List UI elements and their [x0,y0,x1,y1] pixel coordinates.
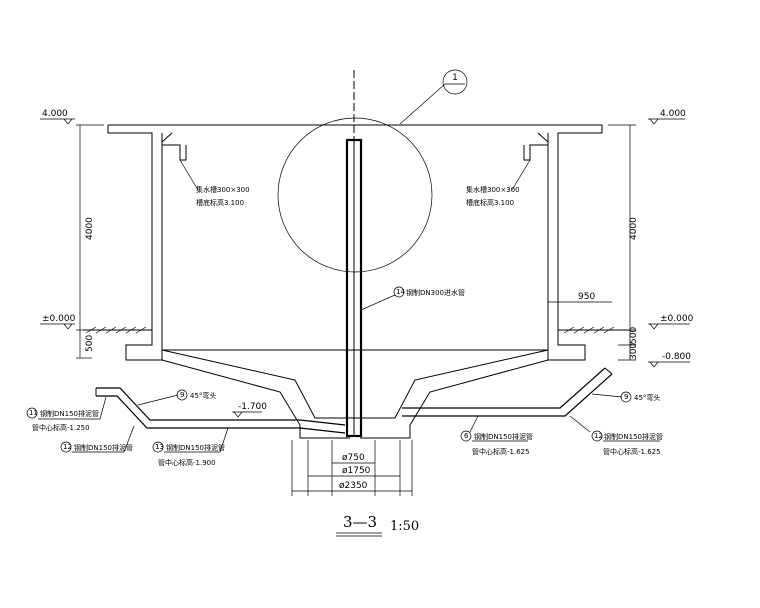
svg-text:9: 9 [624,393,628,401]
svg-text:槽底标高3.100: 槽底标高3.100 [196,198,244,207]
svg-text:钢制DN150排泥管: 钢制DN150排泥管 [474,432,533,441]
svg-text:集水槽300×300: 集水槽300×300 [196,185,250,194]
dim-left: 4000 500 [76,124,104,359]
svg-text:4000: 4000 [85,217,95,240]
svg-text:11: 11 [29,409,38,417]
callout-pipe-13: 13 钢制DN150排泥管 管中心标高-1.900 [152,427,229,467]
svg-text:13: 13 [155,443,164,451]
center-inlet-pipe [345,70,363,438]
svg-text:-0.800: -0.800 [662,352,691,362]
detail-circle [277,117,433,273]
callout-pipe-12-left: 12 钢制DN150排泥管 [60,425,135,453]
svg-text:14: 14 [396,288,405,296]
svg-text:钢制DN300进水管: 钢制DN300进水管 [406,288,465,297]
level-mark-inner: -1.700 [232,402,267,418]
svg-text:4000: 4000 [629,217,639,240]
svg-text:4.000: 4.000 [660,109,686,119]
level-mark-right-top: 4.000 [648,109,686,125]
center-pipe-label: 14 钢制DN300进水管 [360,286,465,311]
detail-marker [442,69,468,95]
level-mark-right-zero: ±0.000 [648,314,694,330]
svg-text:管中心标高-1.900: 管中心标高-1.900 [158,458,216,467]
svg-text:槽底标高3.100: 槽底标高3.100 [466,198,514,207]
svg-text:500: 500 [629,327,639,344]
sludge-pipe-right [402,367,613,417]
svg-text:管中心标高-1.625: 管中心标高-1.625 [472,447,530,456]
svg-text:钢制DN150排泥管: 钢制DN150排泥管 [604,432,663,441]
svg-text:ø2350: ø2350 [339,481,368,491]
svg-text:500: 500 [85,335,95,352]
trough-label-right: 集水槽300×300 槽底标高3.100 [466,159,531,207]
svg-text:钢制DN150排泥管: 钢制DN150排泥管 [74,443,133,452]
section-title-text: 3—3 [343,513,377,531]
callout-pipe-6: 6 钢制DN150排泥管 管中心标高-1.625 [460,415,533,456]
svg-text:45°弯头: 45°弯头 [190,391,216,400]
dim-right: 4000 500 300 [608,124,639,361]
svg-text:-1.700: -1.700 [238,402,267,412]
svg-text:钢制DN150排泥管: 钢制DN150排泥管 [40,409,99,418]
section-title: 3—3 1:50 [336,513,419,537]
section-scale: 1:50 [390,519,419,534]
svg-text:4.000: 4.000 [42,109,68,119]
callout-pipe-12-right: 12 钢制DN150排泥管 管中心标高-1.625 [569,415,663,456]
sludge-pipe-left [95,387,346,434]
diameter-dims: ø750 ø1750 ø2350 [291,440,413,496]
svg-text:管中心标高-1.625: 管中心标高-1.625 [603,447,661,456]
callout-pipe-11: 11 钢制DN150排泥管 管中心标高-1.250 [26,396,107,432]
level-mark-right-minus: -0.800 [648,352,691,368]
callout-elbow-right: 9 45°弯头 [591,391,660,403]
svg-text:300: 300 [629,343,639,360]
detail-marker-number: 1 [452,73,458,83]
svg-text:管中心标高-1.250: 管中心标高-1.250 [32,423,90,432]
trough-label-left: 集水槽300×300 槽底标高3.100 [179,159,250,207]
level-mark-left-zero: ±0.000 [40,314,76,330]
callout-elbow-left: 9 45°弯头 [137,389,216,406]
svg-text:±0.000: ±0.000 [42,314,76,324]
svg-text:ø1750: ø1750 [342,466,371,476]
dim-950: 950 [548,292,612,306]
svg-text:9: 9 [180,391,184,399]
svg-text:钢制DN150排泥管: 钢制DN150排泥管 [166,443,225,452]
svg-text:12: 12 [594,432,603,440]
svg-text:ø750: ø750 [342,453,365,463]
svg-text:45°弯头: 45°弯头 [634,393,660,402]
svg-text:集水槽300×300: 集水槽300×300 [466,185,520,194]
level-mark-left-top: 4.000 [40,109,75,125]
svg-text:6: 6 [464,432,469,440]
tank-structure [83,124,630,439]
svg-text:950: 950 [578,292,595,302]
svg-text:±0.000: ±0.000 [660,314,694,324]
svg-text:12: 12 [63,443,72,451]
